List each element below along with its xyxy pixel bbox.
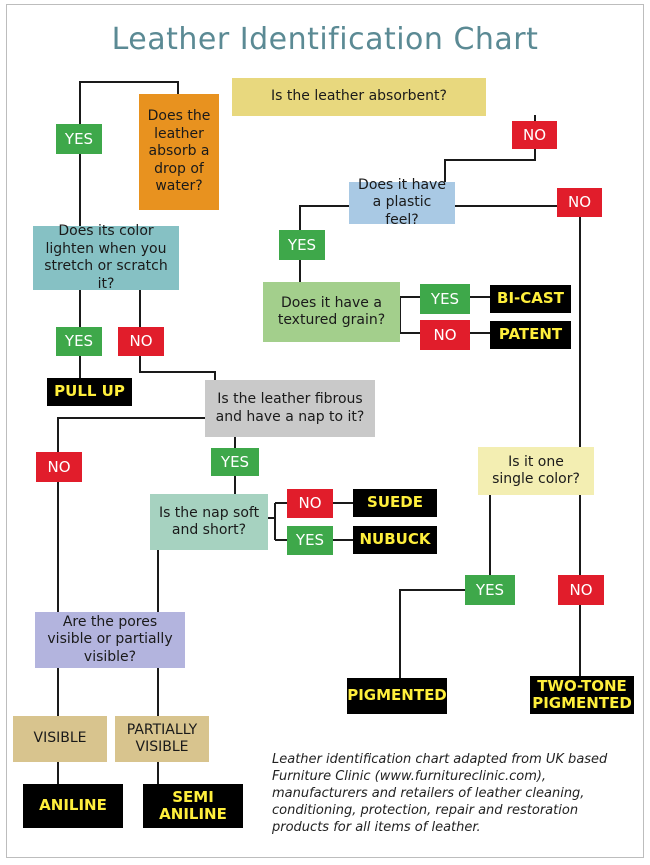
answer-no-nap: NO	[287, 489, 333, 518]
connector	[57, 417, 205, 612]
node-textured-grain: Does it have a textured grain?	[263, 282, 400, 342]
answer-no-plastic: NO	[557, 188, 602, 217]
answer-yes-nap: YES	[287, 526, 333, 555]
result-two-tone: TWO-TONE PIGMENTED	[530, 676, 634, 714]
connector	[444, 148, 536, 185]
answer-no-fibrous: NO	[36, 452, 82, 482]
result-suede: SUEDE	[353, 489, 437, 517]
answer-no-grain: NO	[420, 320, 470, 350]
node-plastic-feel: Does it have a plastic feel?	[349, 177, 455, 228]
answer-yes-absorb: YES	[56, 124, 102, 154]
connector	[139, 356, 216, 380]
connector	[79, 81, 179, 228]
answer-yes-one-color: YES	[465, 575, 515, 605]
node-pores-visible: Are the pores visible or partially visib…	[35, 612, 185, 668]
connector	[399, 589, 465, 678]
answer-yes-plastic: YES	[279, 230, 325, 260]
node-absorbent: Is the leather absorbent?	[232, 78, 486, 116]
result-nubuck: NUBUCK	[353, 526, 437, 554]
result-semi-aniline: SEMI ANILINE	[143, 784, 243, 828]
node-partially-visible: PARTIALLY VISIBLE	[115, 716, 209, 762]
answer-yes-fibrous: YES	[211, 448, 259, 476]
result-pigmented: PIGMENTED	[347, 678, 447, 714]
node-visible: VISIBLE	[13, 716, 107, 762]
result-aniline: ANILINE	[23, 784, 123, 828]
caption-text: Leather identification chart adapted fro…	[272, 752, 608, 835]
node-color-lighten: Does its color lighten when you stretch …	[33, 223, 179, 292]
answer-no-color: NO	[118, 327, 164, 356]
node-fibrous-nap: Is the leather fibrous and have a nap to…	[205, 380, 375, 437]
answer-yes-grain: YES	[420, 284, 470, 314]
result-bicast: BI-CAST	[490, 285, 571, 313]
answer-yes-color: YES	[56, 327, 102, 356]
node-nap-soft: Is the nap soft and short?	[150, 494, 268, 550]
result-pull-up: PULL UP	[47, 378, 132, 406]
answer-no-one-color: NO	[558, 575, 604, 605]
node-one-color: Is it one single color?	[478, 447, 594, 495]
node-absorb-drop: Does the leather absorb a drop of water?	[139, 94, 219, 210]
answer-no-absorbent: NO	[512, 121, 557, 149]
result-patent: PATENT	[490, 321, 571, 349]
chart-title: Leather Identification Chart	[111, 22, 539, 57]
